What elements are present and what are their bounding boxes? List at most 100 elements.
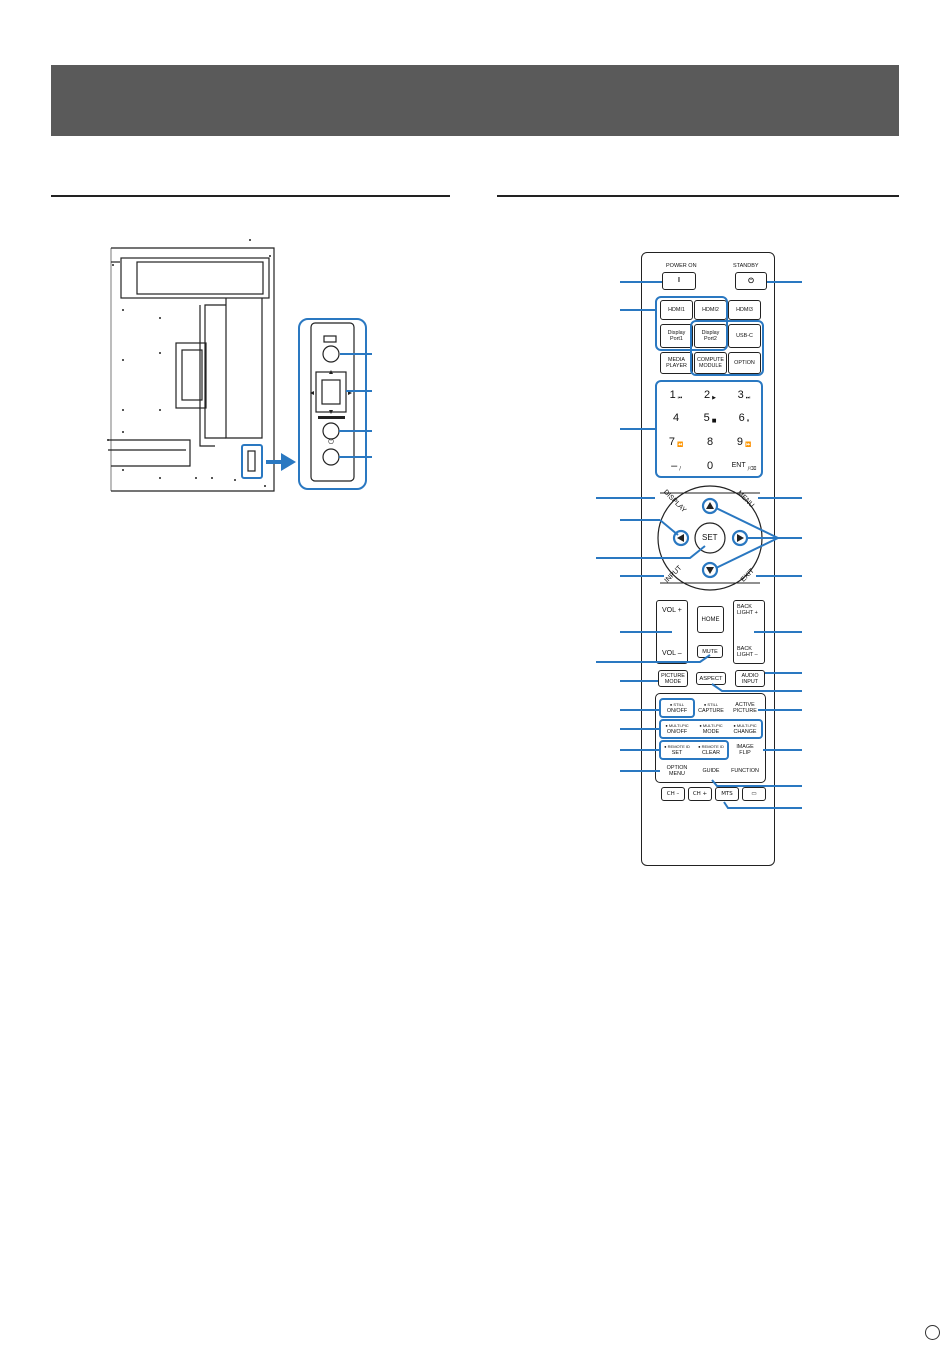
left-arrow-icon (677, 534, 684, 542)
keypad-sub-icon: ▶ (712, 394, 716, 401)
section-title-bar (51, 65, 899, 136)
power-on-icon: I (678, 277, 680, 284)
keypad-sub-icon: ■ (711, 417, 717, 424)
keypad-button[interactable]: 1⏮ (660, 384, 692, 405)
arrow-right-icon (266, 453, 296, 471)
function-button-label: FUNCTION (731, 768, 759, 774)
keypad-sub-icon: ⏭ (745, 394, 751, 401)
function-button[interactable]: ACTIVE PICTURE (729, 700, 761, 716)
volume-down-label: VOL – (662, 650, 682, 657)
function-button-label: MODE (702, 729, 720, 735)
keypad-button[interactable]: 5■ (694, 407, 726, 428)
home-button[interactable]: HOME (697, 606, 724, 633)
keypad-sub-icon: ⏮ (677, 394, 683, 401)
hdmi1-button[interactable]: HDMI1 (660, 300, 693, 320)
function-button-label: GUIDE (702, 768, 720, 774)
compute-module-button[interactable]: COMPUTE MODULE (694, 352, 727, 374)
keypad-digit: 3 (737, 388, 744, 401)
displayport1-button[interactable]: Display Port1 (660, 324, 693, 348)
keypad-digit: 5 (703, 411, 710, 424)
function-button-label: CLEAR (702, 750, 720, 756)
bottom-row-button[interactable]: CH + (688, 787, 712, 801)
backlight-up-label: BACK LIGHT + (737, 604, 758, 616)
keypad-digit: 1 (669, 388, 676, 401)
standby-label: STANDBY (733, 263, 759, 269)
keypad-sub-icon: ⏪ (676, 441, 684, 448)
function-button-label: IMAGE FLIP (736, 744, 754, 756)
function-button-label: ACTIVE PICTURE (733, 702, 757, 714)
keypad-digit: 8 (706, 435, 714, 448)
keypad-digit: 7 (668, 435, 675, 448)
function-button-label: ON/OFF (666, 729, 688, 735)
keypad-button[interactable]: –/ (660, 455, 692, 476)
power-on-button[interactable]: I (662, 272, 696, 290)
function-button[interactable]: OPTION MENU (661, 763, 693, 779)
keypad-button[interactable]: 8 (694, 431, 726, 452)
right-section-rule (497, 195, 899, 197)
bottom-row-button[interactable]: MTS (715, 787, 739, 801)
keypad-button[interactable]: ENT/⌫ (728, 455, 760, 476)
keypad-button[interactable]: 4 (660, 407, 692, 428)
keypad-sub-icon: /⌫ (747, 465, 757, 472)
keypad-digit: 0 (706, 459, 714, 472)
function-button-prefix: ● REMOTE ID (664, 744, 690, 749)
keypad-button[interactable]: 3⏭ (728, 384, 760, 405)
usb-c-button[interactable]: USB-C (728, 324, 761, 348)
caption-icon[interactable]: ▭ (742, 787, 766, 801)
keypad-button[interactable]: 6⏸ (728, 407, 760, 428)
standby-button[interactable]: ⏻ (735, 272, 767, 290)
function-button[interactable]: IMAGE FLIP (729, 742, 761, 758)
function-button-label: CAPTURE (698, 708, 724, 714)
up-arrow-icon (706, 502, 714, 509)
keypad-sub-icon: ⏸ (746, 417, 750, 424)
picture-mode-button[interactable]: PICTURE MODE (658, 670, 688, 687)
keypad-sub-icon: ⏩ (744, 441, 752, 448)
function-button-prefix: ● STILL (703, 702, 719, 707)
page-number-circle (925, 1325, 940, 1340)
keypad-digit: – (671, 459, 678, 472)
function-button-prefix: ● STILL (669, 702, 685, 707)
audio-input-button[interactable]: AUDIO INPUT (735, 670, 765, 687)
option-button[interactable]: OPTION (728, 352, 761, 374)
mute-button[interactable]: MUTE (697, 645, 723, 658)
keypad-sub-icon: / (679, 465, 681, 472)
keypad-button[interactable]: 7⏪ (660, 431, 692, 452)
keypad-button[interactable]: 0 (694, 455, 726, 476)
left-section-rule (51, 195, 450, 197)
volume-up-label: VOL + (662, 607, 682, 614)
function-button[interactable]: FUNCTION (729, 763, 761, 779)
keypad-digit: 9 (736, 435, 743, 448)
keypad-digit: 4 (672, 411, 680, 424)
aspect-button[interactable]: ASPECT (696, 672, 726, 685)
hdmi2-button[interactable]: HDMI2 (694, 300, 727, 320)
set-button[interactable]: SET (702, 533, 718, 542)
function-button-label: SET (671, 750, 683, 756)
keypad-digit: 6 (738, 411, 745, 424)
function-button-label: OPTION MENU (666, 765, 688, 777)
function-button-label: ON/OFF (666, 708, 688, 714)
function-button[interactable]: GUIDE (695, 763, 727, 779)
keypad-button[interactable]: 2▶ (694, 384, 726, 405)
svg-text:⏻: ⏻ (328, 438, 334, 446)
keypad-button[interactable]: 9⏩ (728, 431, 760, 452)
standby-icon: ⏻ (748, 277, 754, 285)
backlight-down-label: BACK LIGHT – (737, 646, 758, 658)
function-button-prefix: ● REMOTE ID (698, 744, 724, 749)
down-arrow-icon (706, 567, 714, 574)
hdmi3-button[interactable]: HDMI3 (728, 300, 761, 320)
media-player-button[interactable]: MEDIA PLAYER (660, 352, 693, 374)
power-on-label: POWER ON (666, 263, 697, 269)
bottom-row-button[interactable]: CH – (661, 787, 685, 801)
displayport2-button[interactable]: Display Port2 (694, 324, 727, 348)
function-button-prefix: ● MULTI-PIC (665, 723, 689, 728)
